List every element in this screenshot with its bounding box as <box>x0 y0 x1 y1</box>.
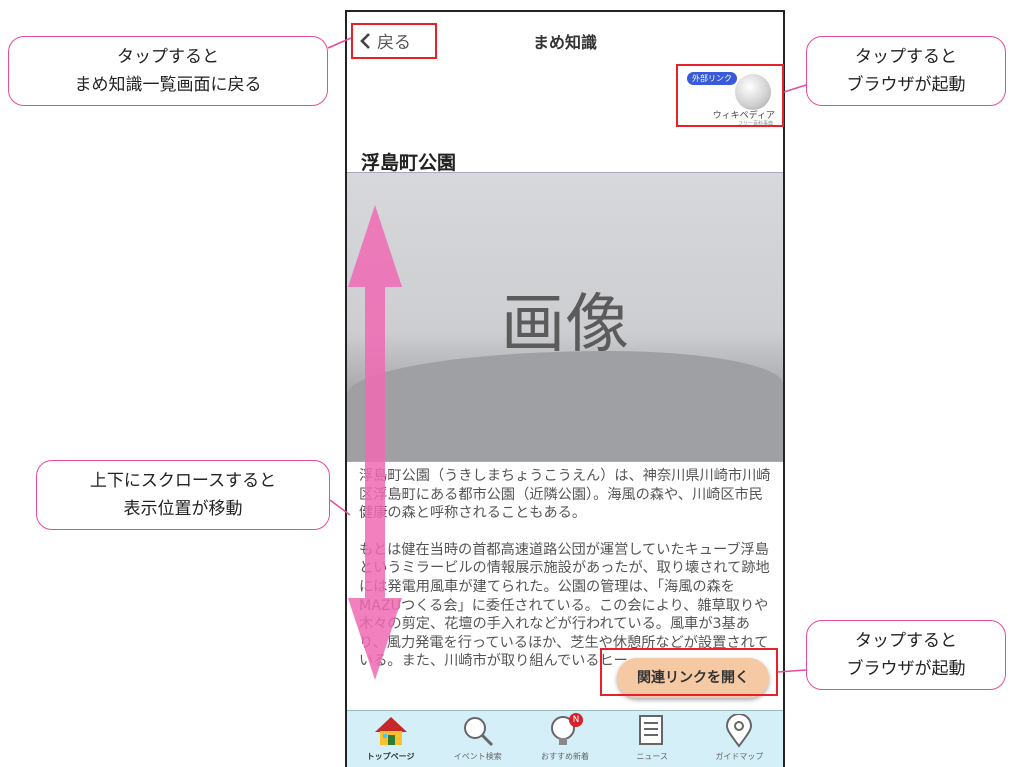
map-pin-icon <box>719 711 759 751</box>
open-related-link-button[interactable]: 関連リンクを開く <box>617 658 769 698</box>
new-badge: N <box>569 713 583 727</box>
tab-label: おすすめ新着 <box>541 752 589 761</box>
tab-label: トップページ <box>366 752 415 761</box>
wikipedia-globe-icon <box>735 74 771 110</box>
callout-wiki: タップすると ブラウザが起動 <box>806 36 1006 106</box>
highlight-wiki <box>676 64 784 127</box>
tab-label: ニュース <box>636 752 669 761</box>
wikipedia-name: ウィキペディア <box>712 111 775 121</box>
news-icon <box>632 711 672 751</box>
back-button[interactable]: 戻る <box>359 28 411 53</box>
phone-screen: 戻る まめ知識 外部リンク ウィキペディア フリー百科事典 浮島町公園 画像 浮… <box>345 10 785 767</box>
lightbulb-icon: N <box>545 711 585 751</box>
article-body: 浮島町公園（うきしまちょうこうえん）は、神奈川県川崎市川崎区浮島町にある都市公園… <box>359 467 775 689</box>
tab-guide-map[interactable]: ガイドマップ <box>696 711 783 767</box>
tab-bar: トップページ イベント検索 N おすすめ新着 ニュース ガイドマップ <box>347 710 783 767</box>
wikipedia-subtitle: フリー百科事典 <box>737 121 773 127</box>
tab-recommended[interactable]: N おすすめ新着 <box>521 711 608 767</box>
scroll-arrow <box>348 205 402 680</box>
search-icon <box>458 711 498 751</box>
chevron-left-icon <box>360 32 370 49</box>
nav-bar: 戻る まめ知識 <box>347 12 783 62</box>
highlight-back <box>351 23 437 59</box>
wikipedia-link[interactable]: 外部リンク ウィキペディア フリー百科事典 <box>687 70 779 128</box>
callout-scroll: 上下にスクロースすると 表示位置が移動 <box>36 460 330 530</box>
article-paragraph: もとは健在当時の首都高速道路公団が運営していたキューブ浮島というミラービルの情報… <box>359 541 770 670</box>
tab-label: ガイドマップ <box>715 752 764 761</box>
article-paragraph: 浮島町公園（うきしまちょうこうえん）は、神奈川県川崎市川崎区浮島町にある都市公園… <box>359 468 771 522</box>
page-title: まめ知識 <box>532 33 597 52</box>
external-link-tag: 外部リンク <box>687 72 737 85</box>
image-placeholder: 画像 <box>501 288 629 362</box>
home-icon <box>371 711 411 751</box>
highlight-related <box>600 648 778 696</box>
tab-top-page[interactable]: トップページ <box>347 711 434 767</box>
callout-back: タップすると まめ知識一覧画面に戻る <box>8 36 328 106</box>
article-title: 浮島町公園 <box>361 152 457 174</box>
callout-related: タップすると ブラウザが起動 <box>806 620 1006 690</box>
tab-news[interactable]: ニュース <box>609 711 696 767</box>
tab-label: イベント検索 <box>453 752 502 761</box>
tab-event-search[interactable]: イベント検索 <box>434 711 521 767</box>
article-image: 画像 <box>347 172 783 462</box>
back-label: 戻る <box>377 33 411 53</box>
